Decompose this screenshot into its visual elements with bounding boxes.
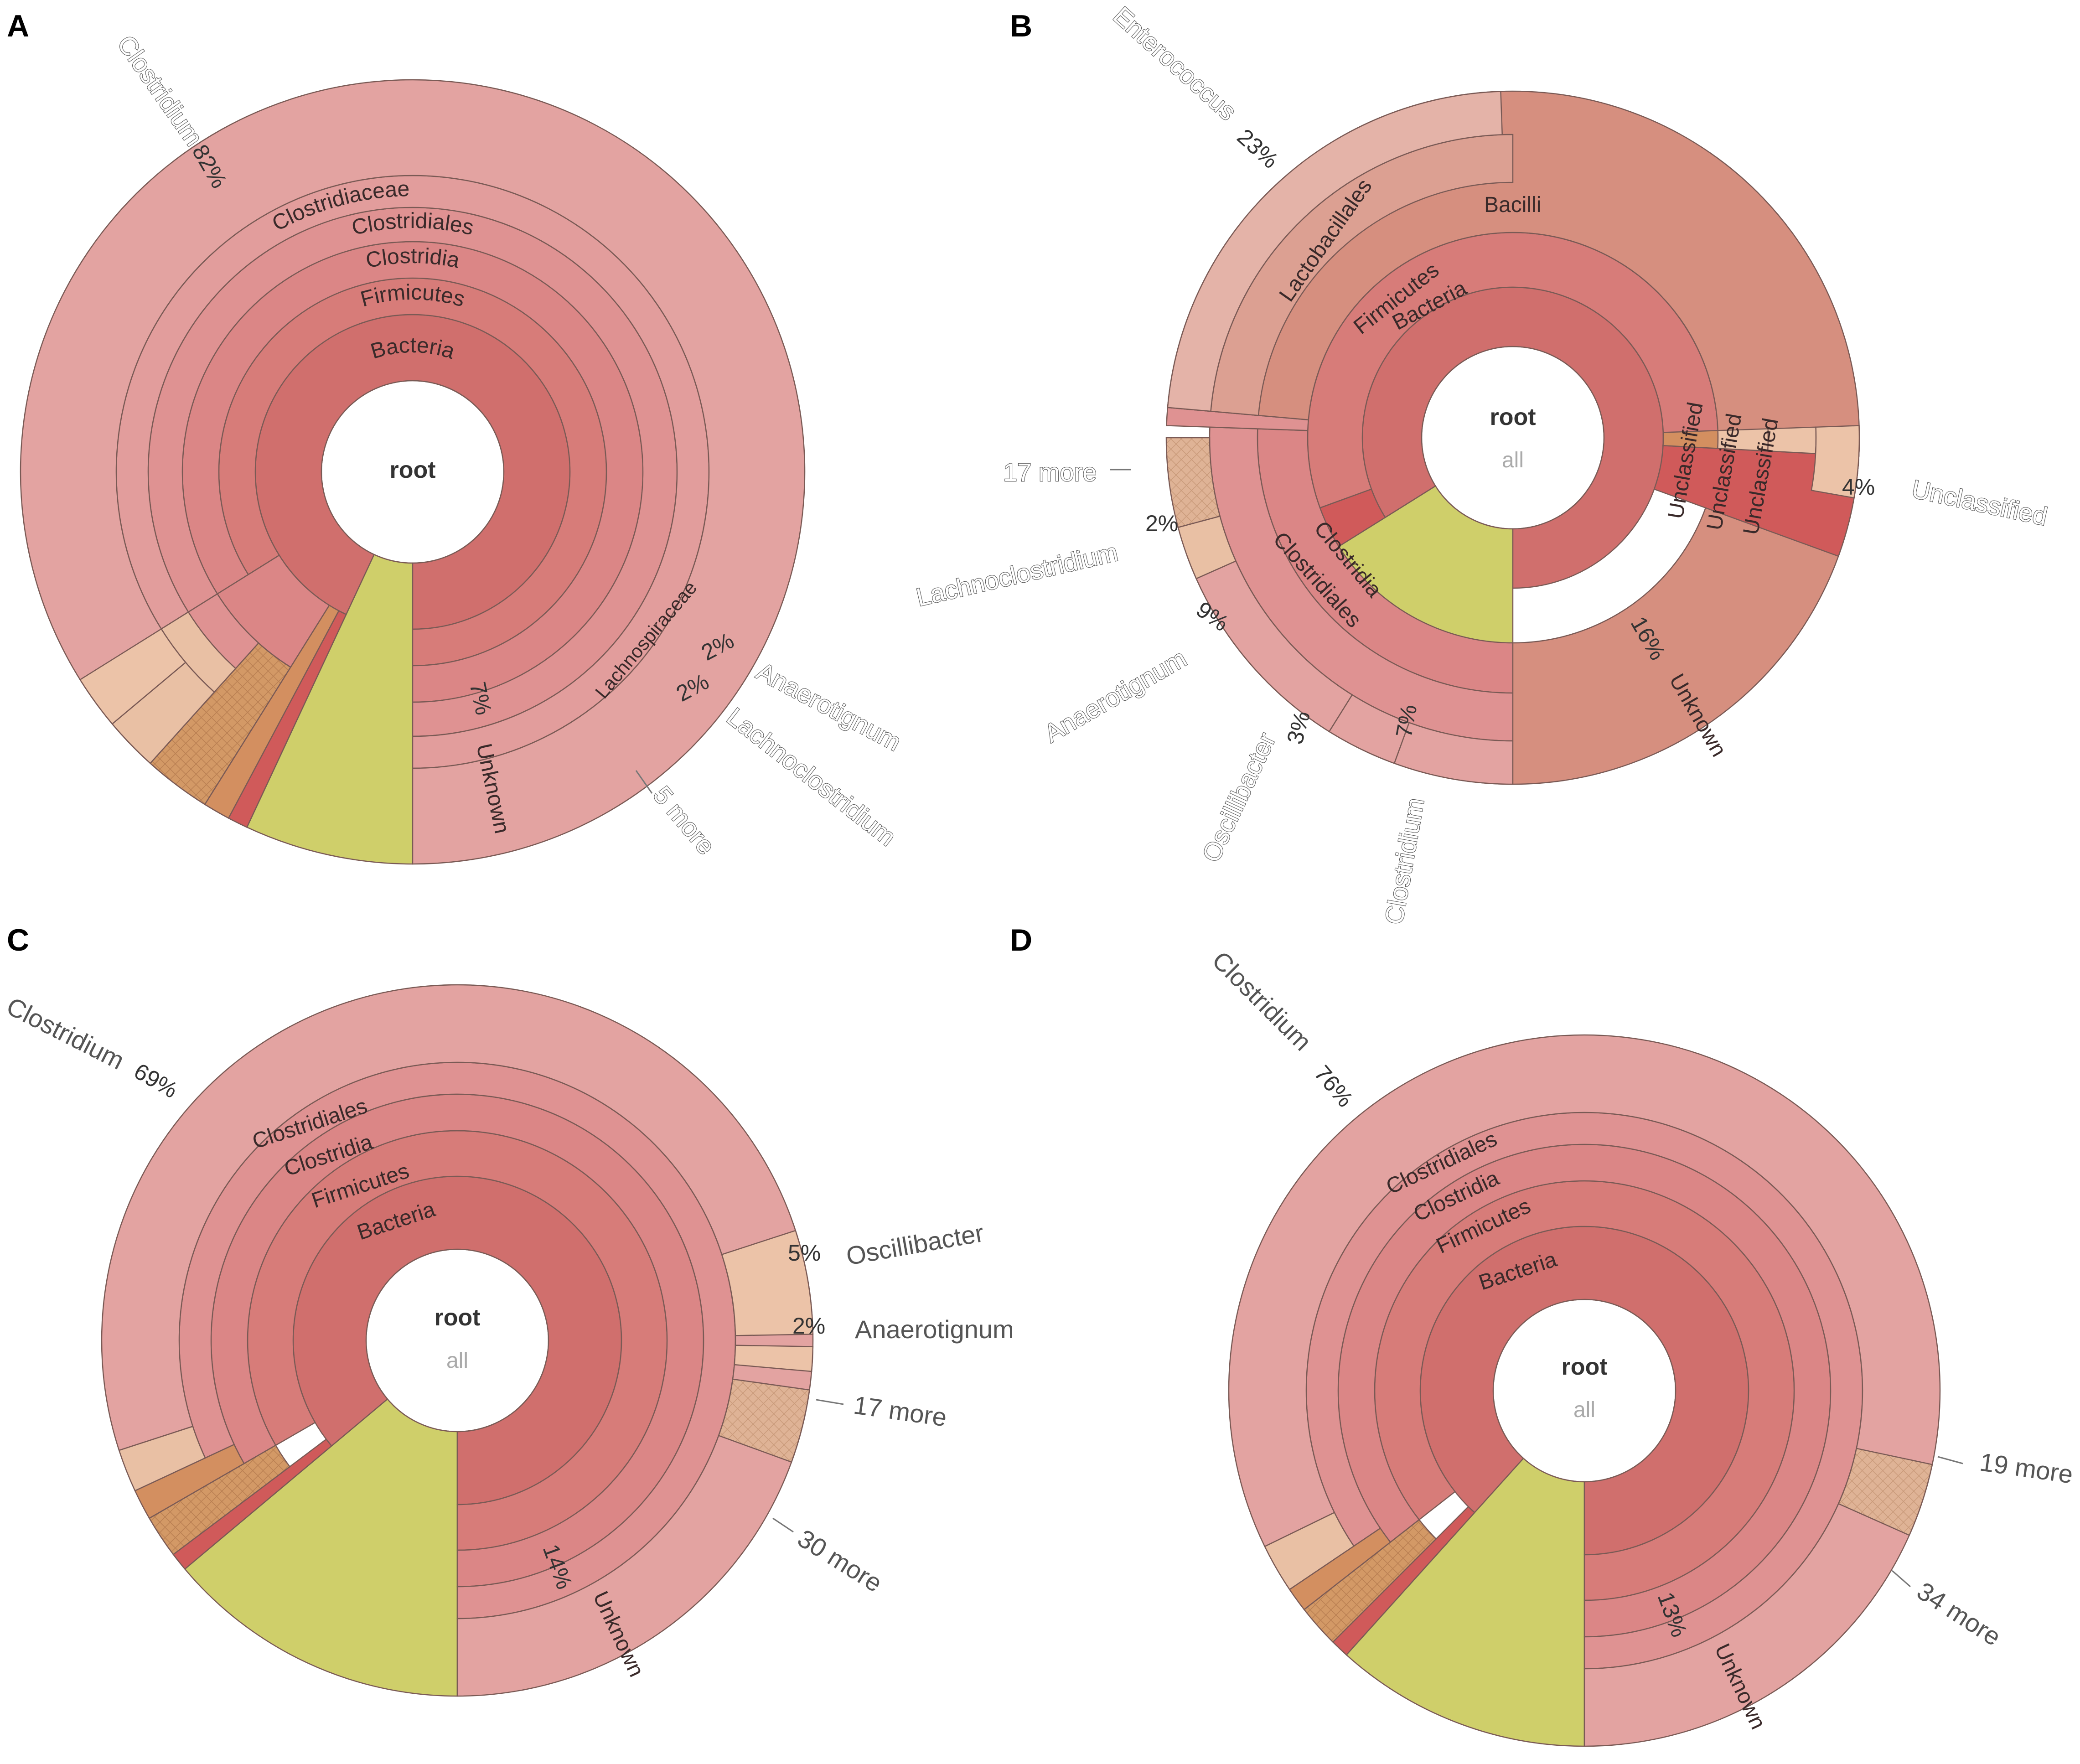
seg-minor-lachno xyxy=(1264,1511,1355,1590)
center-root-label: root xyxy=(434,1304,480,1331)
seg-lachno-parent xyxy=(187,593,259,669)
pct-label-clostridium: 69% xyxy=(130,1058,182,1103)
seg-unknown xyxy=(246,554,414,865)
seg-17-more xyxy=(718,1378,810,1463)
panel-a-segments xyxy=(20,79,806,865)
genus-label-clostridium: Clostridium xyxy=(2,992,129,1075)
ring-label-bacilli: Bacilli xyxy=(1484,193,1541,217)
pct-label-oscillibacter: 5% xyxy=(788,1240,821,1266)
seg-root xyxy=(1421,346,1605,530)
genus-label-clostridium: Clostridium xyxy=(1379,796,1430,926)
center-root-label: root xyxy=(1561,1354,1607,1380)
genus-label-anaerotignum: Anaerotignum xyxy=(855,1315,1014,1344)
leader-17-more xyxy=(816,1399,844,1405)
panel-c-segments xyxy=(101,984,814,1697)
panel-letter-a: A xyxy=(7,9,29,43)
genus-label-19-more: 19 more xyxy=(1978,1447,2075,1489)
genus-label-clostridium: Clostridium xyxy=(112,30,208,151)
genus-label-30-more: 30 more xyxy=(793,1524,888,1598)
sunburst-panel-b: Bacteria Firmicutes Bacilli Lactobacilla… xyxy=(913,0,2050,927)
seg-root xyxy=(365,1248,549,1433)
seg-enterococcus xyxy=(1167,91,1503,412)
pct-label-enterococcus: 23% xyxy=(1232,124,1283,174)
sunburst-panel-d: Bacteria Firmicutes Clostridia Clostridi… xyxy=(1207,946,2075,1747)
genus-label-34-more: 34 more xyxy=(1912,1576,2006,1651)
seg-unknown xyxy=(184,1398,458,1697)
center-root-label: root xyxy=(389,457,435,483)
seg-clostridium xyxy=(1228,1034,1941,1747)
seg-minor-lachno xyxy=(118,1425,206,1492)
pct-label-unclassified: 4% xyxy=(1842,474,1875,500)
pct-label-clostridium: 7% xyxy=(1391,703,1422,740)
pct-label-anaerotignum: 2% xyxy=(792,1313,825,1339)
seg-minor-red xyxy=(1332,1505,1475,1656)
seg-17-more xyxy=(1165,437,1221,528)
center-all-label: all xyxy=(446,1349,468,1373)
leader-30-more xyxy=(772,1517,794,1533)
seg-clostridium xyxy=(101,984,814,1697)
seg-19-more xyxy=(1837,1448,1933,1536)
leader-19-more xyxy=(1937,1456,1963,1464)
genus-label-enterococcus: Enterococcus xyxy=(1108,1,1242,126)
seg-minor-tan xyxy=(1288,1527,1392,1610)
pct-label-clostridium: 76% xyxy=(1309,1060,1358,1112)
genus-label-oscillibacter: Oscillibacter xyxy=(1196,728,1281,866)
genus-label-lachnoclostridium: Lachnoclostridium xyxy=(914,538,1121,612)
seg-anaerotignum xyxy=(734,1345,814,1372)
seg-anaerotignum xyxy=(79,628,186,725)
seg-unclassified-genus xyxy=(1811,425,1860,499)
leader-5-more xyxy=(635,770,653,794)
genus-label-5-more: 5 more xyxy=(648,781,721,860)
seg-clostridium xyxy=(20,79,806,865)
genus-label-clostridium: Clostridium xyxy=(1207,946,1318,1056)
pct-label-oscillibacter: 3% xyxy=(1282,709,1315,747)
panel-letter-c: C xyxy=(7,923,29,957)
center-all-label: all xyxy=(1573,1398,1595,1422)
sunburst-panel-a: Bacteria Firmicutes Clostridia Clostridi… xyxy=(20,30,906,865)
center-root-label: root xyxy=(1490,404,1536,430)
genus-label-oscillibacter: Oscillibacter xyxy=(844,1218,986,1271)
leader-34-more xyxy=(1892,1570,1911,1588)
genus-label-17-more: 17 more xyxy=(852,1390,948,1432)
seg-root xyxy=(1492,1298,1676,1483)
pct-label-lachnoclostridium: 2% xyxy=(1145,511,1178,536)
sunburst-panel-c: Bacteria Firmicutes Clostridia Clostridi… xyxy=(2,984,1014,1697)
genus-label-unclassified: Unclassified xyxy=(1909,474,2050,531)
seg-oscillibacter xyxy=(721,1230,814,1336)
panel-d-segments xyxy=(1228,1034,1941,1747)
center-all-label: all xyxy=(1502,448,1524,472)
genus-label-anaerotignum: Anaerotignum xyxy=(1040,643,1191,748)
seg-unknown xyxy=(1345,1457,1585,1747)
seg-minor-red xyxy=(172,1438,332,1570)
seg-minor-tan xyxy=(134,1443,245,1519)
panel-letter-d: D xyxy=(1010,923,1032,957)
panel-letter-b: B xyxy=(1010,9,1032,43)
panel-b-segments xyxy=(1165,90,1860,785)
genus-label-17-more: 17 more xyxy=(1003,458,1097,486)
